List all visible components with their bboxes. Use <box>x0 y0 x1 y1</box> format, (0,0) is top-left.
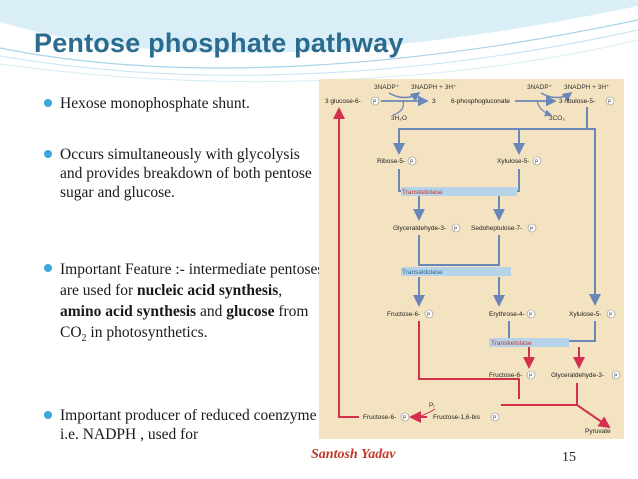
ribulose-5-phosphate-label: 3 ribulose-5- <box>559 98 595 105</box>
fructose-6-phosphate-label: Fructose-6- <box>387 311 420 318</box>
bold-term: nucleic acid synthesis <box>137 282 279 299</box>
phosphate-symbol: P <box>535 160 539 166</box>
count-label: 3 <box>432 98 436 105</box>
phosphate-icon <box>407 156 417 166</box>
glucose-6-phosphate-label: 3 glucose-6- <box>325 98 361 105</box>
phosphate-icon <box>532 156 542 166</box>
phosphate-symbol: P <box>614 374 618 380</box>
phosphate-symbol: P <box>493 416 497 422</box>
phosphate-symbol: P <box>373 100 377 106</box>
text-span: Important Feature :- intermediate pentos… <box>60 261 324 299</box>
phosphate-symbol: P <box>410 160 414 166</box>
enzyme-label: Transketolase <box>402 189 443 196</box>
page-number: 15 <box>562 450 576 465</box>
bullet-dot-icon <box>44 150 52 158</box>
phosphate-symbol: P <box>427 313 431 319</box>
carbon-dioxide-label: 3CO₂ <box>549 115 565 122</box>
bullet-text: Important producer of reduced coenzyme i… <box>60 407 317 443</box>
erythrose-4-phosphate-label: Erythrose-4- <box>489 311 525 318</box>
phosphate-symbol: P <box>608 100 612 106</box>
phosphate-icon <box>527 223 537 233</box>
fructose-6-phosphate-label: Fructose-6- <box>363 414 396 421</box>
header-swoosh <box>0 0 638 83</box>
bullet-dot-icon <box>44 264 52 272</box>
ribose-5-phosphate-label: Ribose-5- <box>377 158 405 165</box>
phosphate-symbol: P <box>529 374 533 380</box>
phosphate-symbol: P <box>529 313 533 319</box>
phosphate-icon <box>606 309 616 319</box>
enzyme-bar <box>489 338 569 347</box>
glyceraldehyde-3-phosphate-label: Glyceraldehyde-3- <box>393 225 446 232</box>
nadph-label: 3NADPH + 3H⁺ <box>564 84 610 91</box>
text-span: from CO <box>60 303 309 341</box>
pyruvate-label: Pyruvate <box>585 428 611 435</box>
phosphate-icon <box>526 309 536 319</box>
phosphate-icon <box>611 370 621 380</box>
bullet-item: Important producer of reduced coenzyme i… <box>44 406 324 444</box>
nadp-label: 3NADP⁺ <box>374 84 399 91</box>
sedoheptulose-7-phosphate-label: Sedoheptulose-7- <box>471 225 522 232</box>
phosphate-icon <box>424 309 434 319</box>
bullet-dot-icon <box>44 411 52 419</box>
bullet-dot-icon <box>44 99 52 107</box>
enzyme-bar <box>401 267 511 276</box>
text-span: and <box>196 303 227 320</box>
phosphate-icon <box>526 370 536 380</box>
phosphate-icon <box>400 412 410 422</box>
bold-term: glucose <box>226 303 275 320</box>
phosphate-symbol: P <box>403 416 407 422</box>
water-label: 3H₂O <box>391 115 407 122</box>
bullet-text: Occurs simultaneously with glycolysis an… <box>60 146 312 201</box>
phosphate-icon <box>605 96 615 106</box>
slide-title: Pentose phosphate pathway <box>34 28 404 58</box>
xylulose-5-phosphate-label: Xylulose-5- <box>569 311 602 318</box>
phosphate-inorganic-label: Pᵢ <box>429 402 434 409</box>
diagram-background <box>319 79 624 439</box>
phosphate-symbol: P <box>609 313 613 319</box>
subscript: 2 <box>81 333 87 345</box>
xylulose-5-phosphate-label: Xylulose-5- <box>497 158 530 165</box>
phosphate-symbol: P <box>530 227 534 233</box>
phosphate-icon <box>451 223 461 233</box>
bullet-item: Occurs simultaneously with glycolysis an… <box>44 145 324 202</box>
bullet-text: Hexose monophosphate shunt. <box>60 95 250 112</box>
fructose-6-phosphate-label: Fructose-6- <box>489 372 522 379</box>
enzyme-bar <box>401 187 517 196</box>
bullet-item: Hexose monophosphate shunt. <box>44 94 324 113</box>
text-span: , <box>278 282 283 299</box>
enzyme-label: Transketolase <box>491 340 532 347</box>
phosphate-symbol: P <box>454 227 458 233</box>
author-name: Santosh Yadav <box>311 447 396 462</box>
glyceraldehyde-3-phosphate-label: Glyceraldehyde-3- <box>551 372 604 379</box>
phosphate-icon <box>370 96 380 106</box>
nadp-label: 3NADP⁺ <box>527 84 552 91</box>
text-span: in photosynthetics. <box>86 324 208 341</box>
fructose-1-6-bisphosphate-label: Fructose-1,6-bis <box>433 414 481 421</box>
bullet-item: Important Feature :- intermediate pentos… <box>44 259 324 349</box>
phosphogluconate-label: 6-phosphogluconate <box>451 98 510 105</box>
phosphate-icon <box>490 412 500 422</box>
bold-term: amino acid synthesis <box>60 303 197 320</box>
bullet-text: Important Feature :- intermediate pentos… <box>60 259 324 349</box>
pathway-diagram: 3NADP⁺ 3NADPH + 3H⁺ 3NADP⁺ 3NADPH + 3H⁺ … <box>319 79 624 439</box>
enzyme-label: Transaldolase <box>402 269 443 276</box>
nadph-label: 3NADPH + 3H⁺ <box>411 84 457 91</box>
